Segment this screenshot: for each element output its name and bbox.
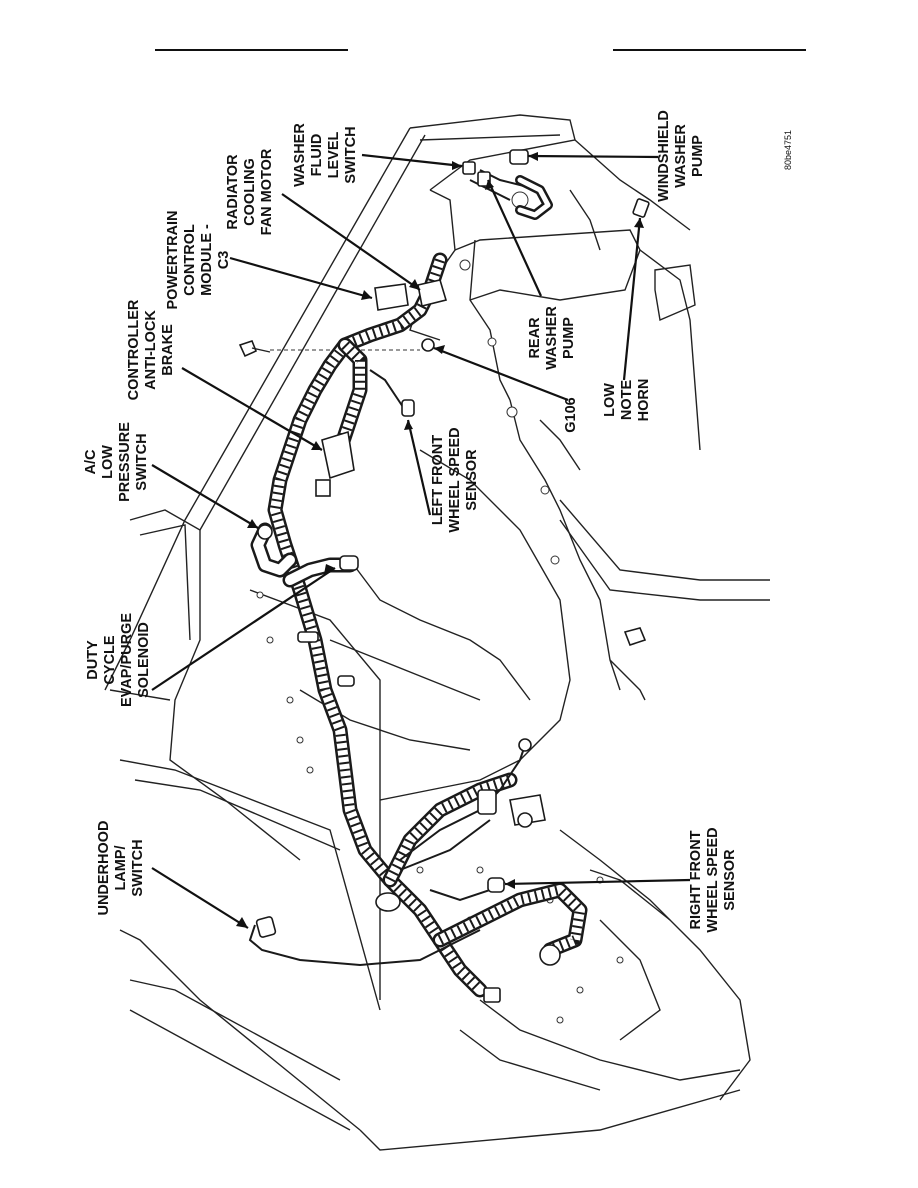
label-line: CYCLE [102, 635, 118, 684]
label-line: NOTE [619, 380, 635, 421]
components [255, 149, 650, 1003]
label-duty-cycle: DUTY CYCLE EVAP/PURGE SOLENOID [85, 613, 152, 707]
arrowheads [236, 152, 644, 928]
figure-id: 80be4751 [783, 130, 793, 170]
label-ac-low-pressure: A/C LOW PRESSURE SWITCH [83, 422, 150, 502]
g106-ground-part [421, 338, 435, 352]
label-line: ANTI-LOCK [143, 310, 159, 390]
label-line: HORN [636, 379, 652, 422]
label-windshield-washer-pump: WINDSHIELD WASHER PUMP [656, 110, 706, 202]
label-line: POWERTRAIN [165, 210, 181, 309]
label-g106: G106 [563, 397, 579, 432]
rear-washer-pump-part [477, 171, 491, 187]
label-line: SWITCH [343, 126, 359, 183]
grommet-part [539, 944, 561, 966]
label-radiator-fan: RADIATOR COOLING FAN MOTOR [225, 148, 275, 235]
label-line: LEFT FRONT [430, 435, 446, 525]
label-line: G106 [563, 397, 579, 432]
label-left-front-wss: LEFT FRONT WHEEL SPEED SENSOR [430, 427, 480, 532]
figure-id-text: 80be4751 [783, 130, 793, 170]
label-line: LEVEL [326, 131, 342, 178]
label-pcm: POWERTRAIN CONTROL MODULE - C3 [165, 210, 232, 309]
sensor-part [517, 812, 533, 828]
label-low-note-horn: LOW NOTE HORN [602, 379, 652, 422]
washer-level-switch-part [462, 161, 476, 175]
label-line: SWITCH [130, 839, 146, 896]
underhood-lamp-switch-part [255, 916, 277, 938]
label-line: BRAKE [160, 324, 176, 376]
fan-motor-connector-part [417, 279, 448, 307]
label-line: FLUID [309, 134, 325, 177]
label-line: DUTY [85, 640, 101, 680]
label-line: A/C [83, 449, 99, 475]
label-line: SWITCH [134, 433, 150, 490]
label-controller-abs: CONTROLLER ANTI-LOCK BRAKE [126, 299, 176, 400]
pcm-c3-part [374, 283, 409, 311]
label-line: MODULE - [199, 224, 215, 296]
label-underhood-lamp: UNDERHOOD LAMP/ SWITCH [96, 820, 146, 915]
main-wiring-harness [250, 252, 588, 998]
label-line: CONTROL [182, 224, 198, 296]
windshield-washer-pump-part [509, 149, 529, 165]
low-note-horn-part [632, 198, 650, 218]
connector-part [477, 789, 497, 815]
label-line: LAMP/ [113, 845, 129, 890]
label-line: EVAP/PURGE [119, 613, 135, 707]
label-line: WINDSHIELD [656, 110, 672, 202]
grommet-part [518, 738, 532, 752]
grommet-part [375, 892, 401, 912]
abs-connector-part [315, 479, 331, 497]
label-right-front-wss: RIGHT FRONT WHEEL SPEED SENSOR [688, 827, 738, 932]
label-washer-fluid-level: WASHER FLUID LEVEL SWITCH [292, 123, 359, 187]
label-line: RADIATOR [225, 154, 241, 230]
label-line: WASHER [673, 124, 689, 188]
label-line: SOLENOID [136, 622, 152, 698]
label-line: REAR [527, 317, 543, 359]
label-line: UNDERHOOD [96, 820, 112, 915]
clip-part [337, 675, 355, 687]
label-line: WHEEL SPEED [705, 827, 721, 932]
label-line: WASHER [544, 306, 560, 370]
label-line: CONTROLLER [126, 299, 142, 400]
rf-wss-connector-part [487, 877, 505, 893]
label-line: COOLING [242, 158, 258, 226]
label-rear-washer-pump: REAR WASHER PUMP [527, 306, 577, 370]
label-line: LOW [602, 383, 618, 417]
label-line: SENSOR [722, 849, 738, 911]
label-line: PRESSURE [117, 422, 133, 502]
label-line: WHEEL SPEED [447, 427, 463, 532]
clip-part [483, 987, 501, 1003]
label-line: LOW [100, 445, 116, 479]
evap-solenoid-part [339, 555, 359, 571]
label-line: SENSOR [464, 449, 480, 511]
abs-controller-part [321, 430, 355, 480]
label-line: PUMP [561, 317, 577, 359]
label-line: FAN MOTOR [259, 148, 275, 235]
label-line: RIGHT FRONT [688, 830, 704, 929]
ac-switch-part [257, 524, 273, 540]
lf-wss-connector-part [401, 399, 415, 417]
header-rule-right [613, 49, 806, 51]
label-line: WASHER [292, 123, 308, 187]
label-line: PUMP [690, 135, 706, 177]
clip-part [297, 631, 319, 643]
leader-lines [151, 153, 691, 929]
label-line: C3 [216, 251, 232, 270]
header-rule-left [155, 49, 348, 51]
